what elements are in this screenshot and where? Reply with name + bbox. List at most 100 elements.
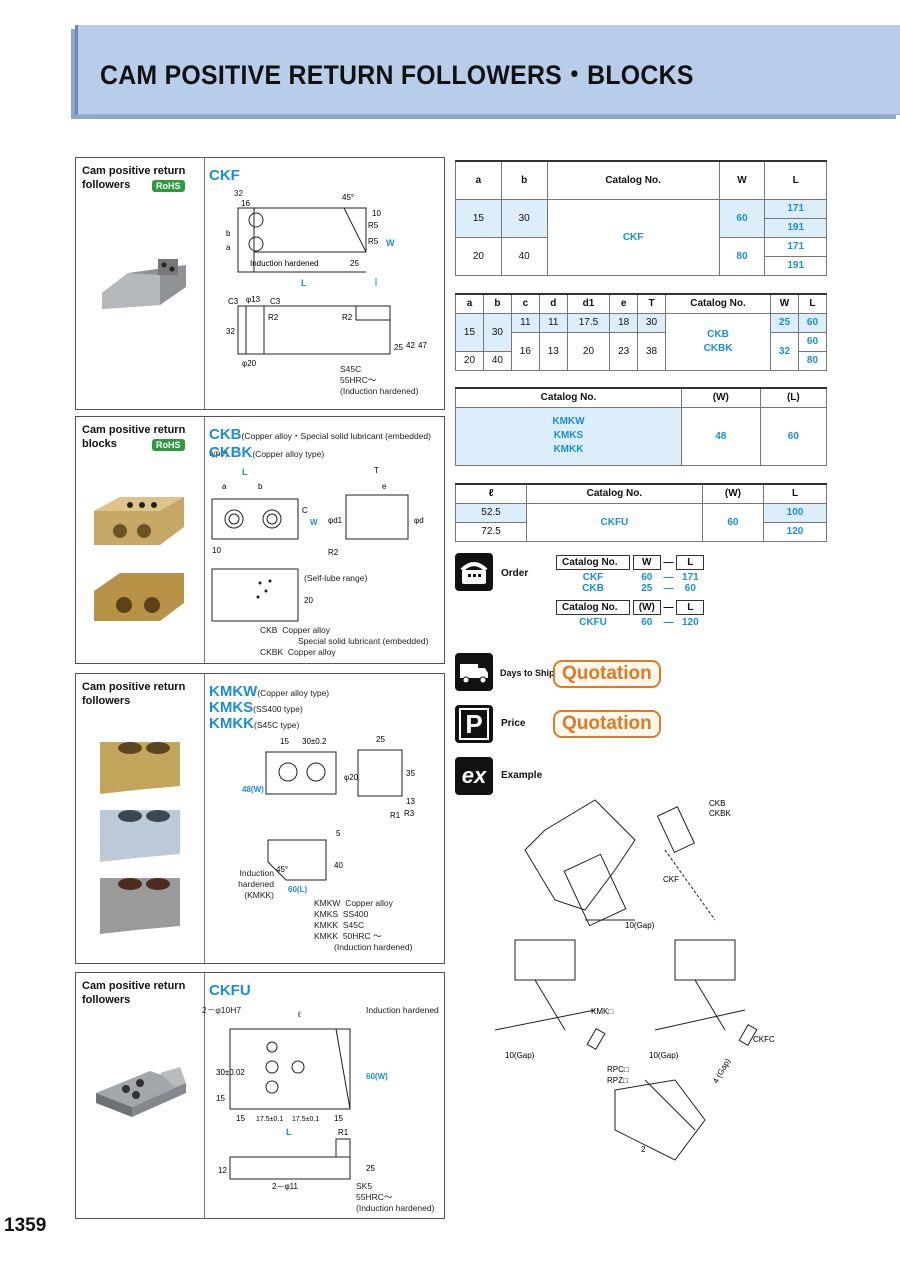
svg-text:17.5±0.1: 17.5±0.1 [256, 1116, 283, 1123]
label-rpc: RPC□ [607, 1065, 629, 1074]
order-header: W [632, 555, 661, 570]
panel-ckfu: Cam positive return followers CKFU ℓ 15 3… [75, 972, 445, 1219]
price-label: Price [501, 718, 526, 729]
svg-text:15: 15 [216, 1094, 225, 1103]
col-header: L [797, 293, 828, 314]
label-rpz: RPZ□ [607, 1076, 628, 1085]
svg-text:W: W [310, 518, 318, 527]
svg-text:32: 32 [234, 189, 243, 198]
svg-text:φd1: φd1 [328, 516, 343, 525]
svg-text:25: 25 [366, 1164, 375, 1173]
phone-order-icon [455, 553, 493, 591]
induction-note: Induction hardened [238, 868, 274, 889]
order-label: Order [501, 568, 529, 579]
svg-text:a: a [226, 243, 231, 252]
cell: 40 [500, 236, 548, 276]
catalog-code-kmkw: KMKW(Copper alloy type) [209, 684, 329, 701]
svg-text:2－φ11: 2－φ11 [272, 1182, 298, 1191]
material-note: SK5 [356, 1181, 373, 1191]
col-header: Catalog No. [526, 483, 703, 504]
catalog-cell: CKFU [526, 502, 703, 542]
order-value: 60 [641, 617, 653, 628]
cell: 20 [566, 331, 611, 371]
days-to-ship-quotation: Quotation [553, 660, 661, 688]
page-number: 1359 [4, 1215, 47, 1236]
order-header: (W) [632, 600, 661, 615]
cell: 60 [718, 198, 766, 238]
code: KMKS [209, 699, 254, 716]
cell: 191 [764, 255, 827, 276]
svg-text:15: 15 [334, 1114, 343, 1123]
ckb-material: CKB Copper alloy Special solid lubricant… [260, 625, 440, 658]
order-table-1: Catalog No. W — L CKF 60 — 171 CKB 25 — … [556, 555, 726, 628]
cell: 30 [500, 198, 548, 238]
order-value: CKF [582, 572, 604, 583]
hardness-sub-note: (Induction hardened) [340, 386, 419, 396]
code-desc: (SS400 type) [253, 704, 303, 714]
cell: 52.5 [454, 502, 528, 523]
code-desc: (S45C type) [254, 720, 300, 730]
svg-text:15: 15 [280, 737, 289, 746]
cell: 20 [455, 350, 484, 371]
ckf-material: S45C 55HRC～ (Induction hardened) [340, 364, 418, 397]
cell: 191 [764, 217, 827, 238]
svg-text:ℓ: ℓ [297, 1010, 301, 1019]
svg-text:φ20: φ20 [242, 359, 257, 368]
code-desc: (Copper alloy type) [257, 688, 330, 698]
panel-heading: Cam positive return followers [82, 681, 186, 707]
material: Copper alloy [345, 898, 393, 908]
code-desc: (Copper alloy type) [252, 449, 325, 459]
cell: 23 [609, 331, 639, 371]
label-kmk: KMK□ [591, 1007, 613, 1016]
svg-text:48(W): 48(W) [242, 785, 264, 794]
cell: 17.5 [566, 312, 611, 333]
svg-text:R1: R1 [338, 1128, 349, 1137]
order-value: 25 [641, 583, 653, 594]
col-header: b [482, 293, 512, 314]
cell: 120 [763, 521, 827, 542]
catalog-cell: CKF [546, 198, 720, 276]
ckfu-material: SK5 55HRC～ (Induction hardened) [356, 1181, 434, 1214]
order-header: L [676, 600, 705, 615]
svg-text:30±0.2: 30±0.2 [302, 737, 327, 746]
cell: 60 [701, 502, 765, 542]
svg-text:R1: R1 [390, 811, 401, 820]
cell: 15 [455, 198, 502, 238]
catalog-code: KMKK [553, 444, 584, 455]
catalog-code: KMKW [552, 416, 585, 427]
svg-text:L: L [286, 1127, 292, 1137]
kmk-induction-note: Induction hardened (KMKK) [204, 868, 274, 901]
code: KMKK [209, 715, 254, 732]
hardness: 50HRC ～ [342, 931, 382, 941]
svg-text:25: 25 [350, 259, 359, 268]
svg-text:R3: R3 [404, 809, 415, 818]
label-gap: 10(Gap) [649, 1051, 679, 1060]
code: CKBK [209, 444, 253, 461]
cell: 171 [764, 236, 827, 257]
code-label: KMKK [314, 920, 339, 930]
col-header: (L) [759, 387, 828, 408]
catalog-code: CKFU [209, 982, 251, 999]
example-drawing: CKB CKBK CKF 10(Gap) KMK□ 10(Gap) 10(Gap… [494, 799, 775, 1161]
cell: 13 [538, 331, 568, 371]
rohs-badge: RoHS [152, 439, 185, 451]
panel-heading: Cam positive return followers [82, 980, 186, 1006]
col-header: d1 [566, 293, 611, 314]
cell: 48 [680, 406, 761, 466]
svg-text:C3: C3 [270, 297, 281, 306]
cell: 38 [637, 331, 667, 371]
order-value: 60 [641, 572, 653, 583]
ckb-photo [90, 487, 196, 637]
svg-text:a: a [222, 482, 227, 491]
svg-text:30±0.02: 30±0.02 [216, 1068, 245, 1077]
cell: 80 [718, 236, 766, 276]
col-header: (W) [701, 483, 765, 504]
svg-text:φ13: φ13 [246, 295, 261, 304]
cell: 25 [770, 312, 799, 333]
catalog-code-ckb: CKB(Copper alloy・Special solid lubricant… [209, 427, 444, 461]
svg-text:φ20: φ20 [344, 773, 359, 782]
svg-text:C: C [302, 506, 308, 515]
label-ckfc: CKFC [753, 1035, 775, 1044]
